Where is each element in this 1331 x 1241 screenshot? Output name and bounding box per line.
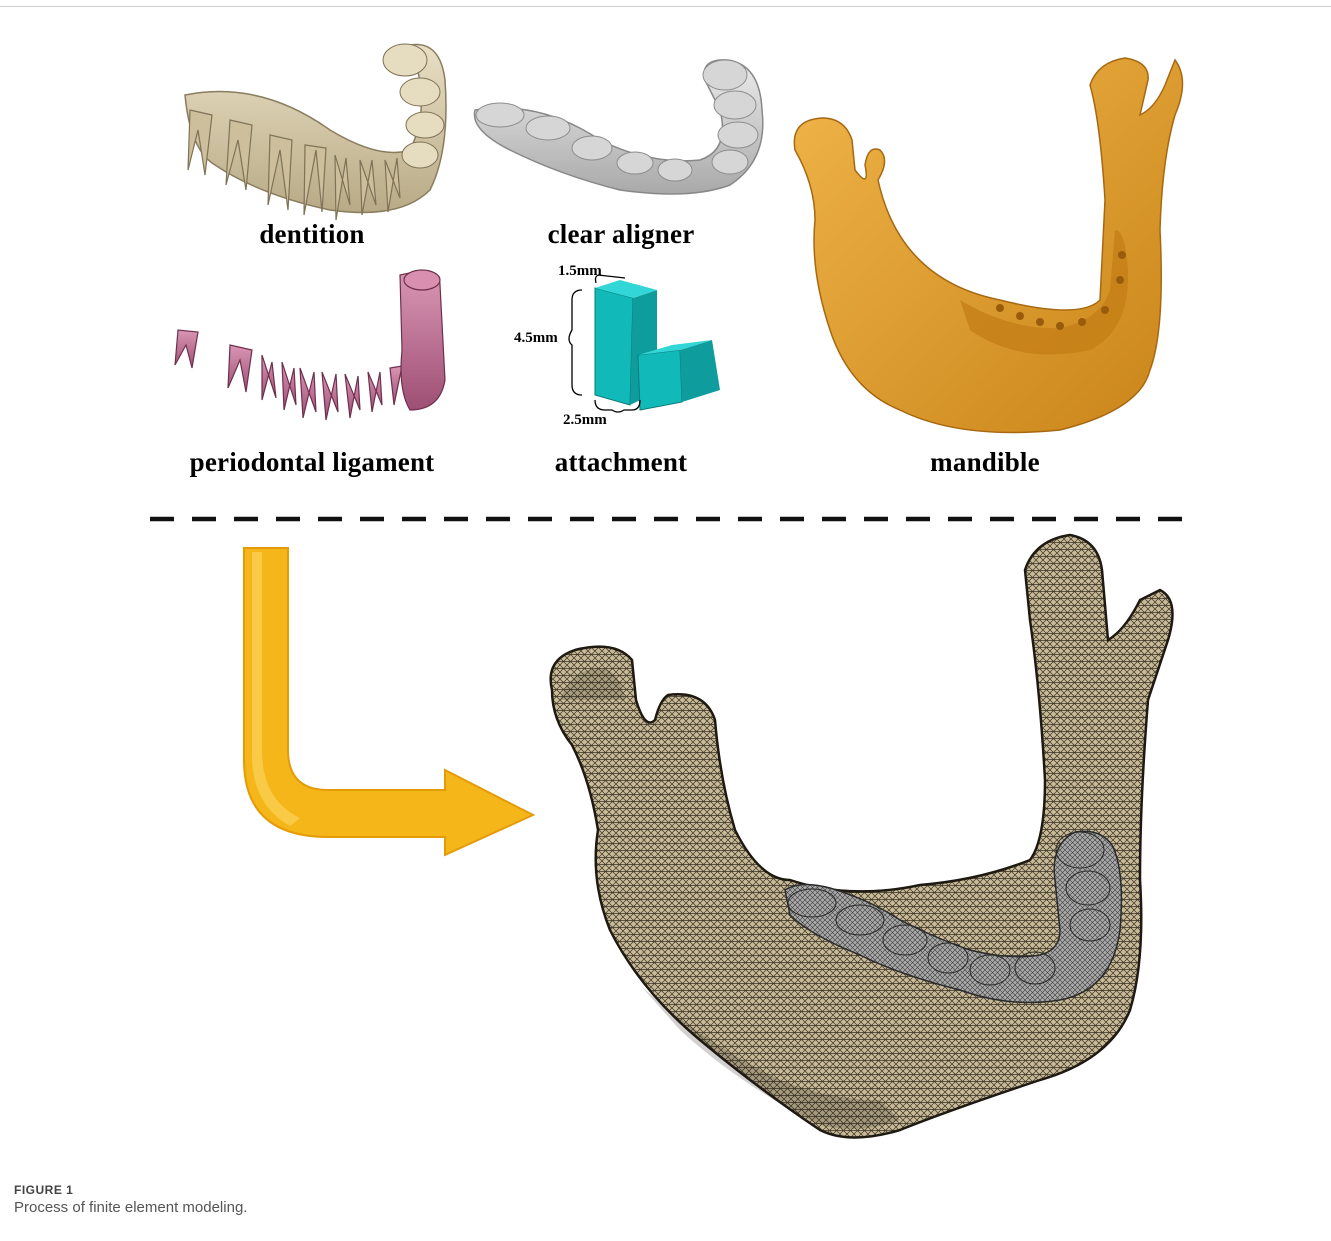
figure-caption: Process of finite element modeling.: [14, 1199, 247, 1216]
periodontal-ligament-model: [175, 270, 445, 420]
label-dentition: dentition: [259, 219, 364, 250]
figure-illustration: [0, 0, 1331, 1180]
figure-label: FIGURE 1: [14, 1183, 73, 1197]
dim-label-bottom: 2.5mm: [563, 412, 607, 429]
label-periodontal-ligament: periodontal ligament: [190, 447, 435, 478]
label-clear-aligner: clear aligner: [548, 219, 695, 250]
dentition-model: [185, 44, 446, 220]
process-arrow: [244, 548, 533, 855]
mandible-model: [794, 58, 1182, 433]
label-attachment: attachment: [555, 447, 687, 478]
dim-label-left: 4.5mm: [514, 330, 558, 347]
label-mandible: mandible: [930, 447, 1040, 478]
meshed-mandible-model: [551, 535, 1173, 1138]
dim-label-top: 1.5mm: [558, 263, 602, 280]
attachment-model: [569, 275, 720, 412]
clear-aligner-model: [474, 60, 762, 194]
